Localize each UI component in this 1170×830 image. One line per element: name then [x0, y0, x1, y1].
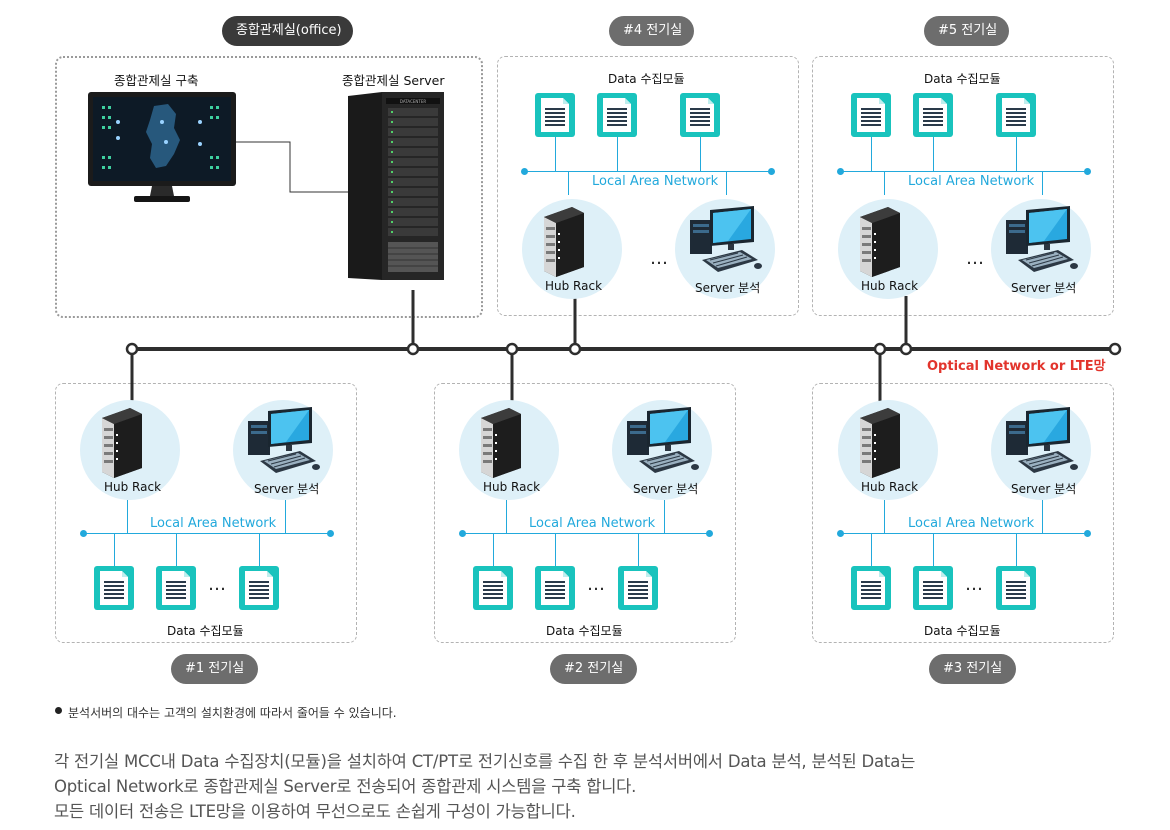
room2-server-analysis-label: Server 분석 [633, 482, 699, 496]
room2-box [434, 383, 736, 643]
room3-box [812, 383, 1114, 643]
room1-data-module-label: Data 수집모듈 [167, 624, 244, 638]
room1-data-module-icon-3 [239, 566, 279, 610]
room1-lan-label: Local Area Network [150, 516, 277, 531]
room3-data-module-icon-3 [996, 566, 1036, 610]
room4-hub-rack-label: Hub Rack [545, 279, 603, 293]
room1-title-pill: #1 전기실 [171, 654, 258, 684]
room3-hub-rack-label: Hub Rack [861, 480, 919, 494]
monitor-icon [88, 92, 236, 202]
datacenter-server-icon: DATACENTER [348, 92, 444, 280]
svg-text:DATACENTER: DATACENTER [400, 99, 427, 104]
room2-data-module-icon-1 [473, 566, 513, 610]
room1-server-analysis-label: Server 분석 [254, 482, 320, 496]
room5-hub-rack-icon [860, 207, 900, 277]
note-text: 분석서버의 대수는 고객의 설치환경에 따라서 줄어들 수 있습니다. [68, 706, 397, 720]
room2-data-module-label: Data 수집모듈 [546, 624, 623, 638]
room4-data-module-icon-2 [597, 93, 637, 137]
room3-lan-label: Local Area Network [908, 516, 1035, 531]
room5-lan-label: Local Area Network [908, 174, 1035, 189]
room2-data-module-icon-3 [618, 566, 658, 610]
room4-title-pill: #4 전기실 [609, 16, 694, 46]
room1-data-module-icon-1 [94, 566, 134, 610]
room5-server-analysis-label: Server 분석 [1011, 281, 1077, 295]
room2-hub-rack-label: Hub Rack [483, 480, 541, 494]
room5-lan-line [840, 171, 1088, 172]
description-line-1: 각 전기실 MCC내 Data 수집장치(모듈)을 설치하여 CT/PT로 전기… [54, 752, 916, 771]
room3-lan-line [840, 533, 1088, 534]
room4-ellipsis: … [650, 248, 668, 269]
room5-server-pc-icon [1005, 205, 1079, 273]
room3-data-module-icon-1 [851, 566, 891, 610]
office-box [55, 56, 483, 318]
room3-hub-rack-icon [860, 408, 900, 478]
room1-server-pc-icon [247, 406, 321, 474]
room5-data-module-icon-3 [996, 93, 1036, 137]
description-line-2: Optical Network로 종합관제실 Server로 전송되어 종합관제… [54, 777, 637, 796]
room1-box [55, 383, 357, 643]
room2-ellipsis: … [587, 574, 605, 595]
room1-hub-rack-label: Hub Rack [104, 480, 162, 494]
room2-server-pc-icon [626, 406, 700, 474]
room4-data-module-label: Data 수집모듈 [608, 72, 685, 86]
room2-hub-rack-icon [481, 408, 521, 478]
note-bullet-icon [55, 707, 62, 714]
room2-data-module-icon-2 [535, 566, 575, 610]
room2-lan-label: Local Area Network [529, 516, 656, 531]
room5-data-module-icon-1 [851, 93, 891, 137]
room1-hub-rack-icon [102, 408, 142, 478]
room3-ellipsis: … [965, 574, 983, 595]
room4-lan-line [524, 171, 772, 172]
room1-ellipsis: … [208, 574, 226, 595]
room3-data-module-label: Data 수집모듈 [924, 624, 1001, 638]
room1-data-module-icon-2 [156, 566, 196, 610]
room5-title-pill: #5 전기실 [924, 16, 1009, 46]
room5-ellipsis: … [966, 248, 984, 269]
room5-data-module-icon-2 [913, 93, 953, 137]
room5-hub-rack-label: Hub Rack [861, 279, 919, 293]
room5-box [812, 56, 1114, 316]
room3-title-pill: #3 전기실 [929, 654, 1016, 684]
room4-box [497, 56, 799, 316]
office-monitor-label: 종합관제실 구축 [114, 73, 199, 88]
room5-data-module-label: Data 수집모듈 [924, 72, 1001, 86]
room3-server-analysis-label: Server 분석 [1011, 482, 1077, 496]
room2-lan-line [462, 533, 710, 534]
room4-data-module-icon-1 [535, 93, 575, 137]
optical-network-label: Optical Network or LTE망 [927, 359, 1106, 374]
office-server-label: 종합관제실 Server [342, 73, 445, 88]
description-line-3: 모든 데이터 전송은 LTE망을 이용하여 무선으로도 손쉽게 구성이 가능합니… [54, 802, 576, 821]
room3-data-module-icon-2 [913, 566, 953, 610]
room4-hub-rack-icon [544, 207, 584, 277]
room4-server-pc-icon [689, 205, 763, 273]
room3-server-pc-icon [1005, 406, 1079, 474]
room2-title-pill: #2 전기실 [550, 654, 637, 684]
room4-lan-label: Local Area Network [592, 174, 719, 189]
room1-lan-line [83, 533, 331, 534]
room4-data-module-icon-3 [680, 93, 720, 137]
room4-server-analysis-label: Server 분석 [695, 281, 761, 295]
office-title-pill: 종합관제실(office) [222, 16, 353, 46]
